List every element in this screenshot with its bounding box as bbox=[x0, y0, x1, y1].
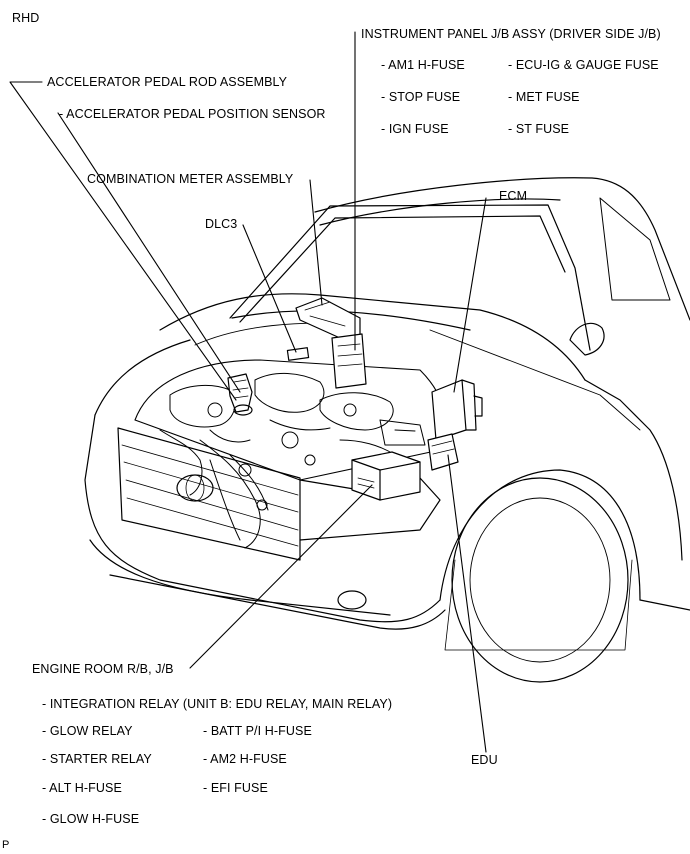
instrument-panel-jb-title: INSTRUMENT PANEL J/B ASSY (DRIVER SIDE J… bbox=[361, 27, 661, 41]
er-item-batt-pi-h-fuse: - BATT P/I H-FUSE bbox=[203, 724, 312, 738]
instrument-panel-jb bbox=[331, 333, 367, 389]
ip-item-ecu-ig-gauge-fuse: - ECU-IG & GAUGE FUSE bbox=[508, 58, 659, 72]
dlc3-connector bbox=[286, 347, 310, 361]
er-item-alt-h-fuse: - ALT H-FUSE bbox=[42, 781, 122, 795]
engine-bay bbox=[134, 359, 445, 549]
integration-relay-item: - INTEGRATION RELAY (UNIT B: EDU RELAY, … bbox=[42, 697, 393, 711]
ecm-label: ECM bbox=[499, 189, 528, 203]
combination-meter-assembly-label: COMBINATION METER ASSEMBLY bbox=[87, 172, 294, 186]
combination-meter-assembly bbox=[295, 297, 361, 339]
vehicle-body bbox=[84, 177, 690, 683]
er-item-starter-relay: - STARTER RELAY bbox=[42, 752, 152, 766]
edu-label: EDU bbox=[471, 753, 498, 767]
er-item-am2-h-fuse: - AM2 H-FUSE bbox=[203, 752, 287, 766]
ip-item-st-fuse: - ST FUSE bbox=[508, 122, 570, 136]
ip-item-met-fuse: - MET FUSE bbox=[508, 90, 580, 104]
er-item-glow-relay: - GLOW RELAY bbox=[42, 724, 133, 738]
leader-lines bbox=[9, 31, 487, 753]
ecm-unit bbox=[431, 379, 483, 441]
corner-mark: P bbox=[2, 839, 10, 851]
view-tag: RHD bbox=[12, 11, 40, 25]
er-item-efi-fuse: - EFI FUSE bbox=[203, 781, 268, 795]
ip-item-am1-h-fuse: - AM1 H-FUSE bbox=[381, 58, 465, 72]
accelerator-pedal-rod-assembly-label: ACCELERATOR PEDAL ROD ASSEMBLY bbox=[47, 75, 288, 89]
accelerator-pedal-position-sensor-label: - ACCELERATOR PEDAL POSITION SENSOR bbox=[59, 107, 326, 121]
ip-item-ign-fuse: - IGN FUSE bbox=[381, 122, 449, 136]
er-item-glow-h-fuse: - GLOW H-FUSE bbox=[42, 812, 140, 826]
edu-unit bbox=[427, 433, 459, 471]
dlc3-label: DLC3 bbox=[205, 217, 238, 231]
ip-item-stop-fuse: - STOP FUSE bbox=[381, 90, 461, 104]
engine-room-rb-jb-title: ENGINE ROOM R/B, J/B bbox=[32, 662, 174, 676]
engine-room-relay-block bbox=[351, 451, 421, 501]
